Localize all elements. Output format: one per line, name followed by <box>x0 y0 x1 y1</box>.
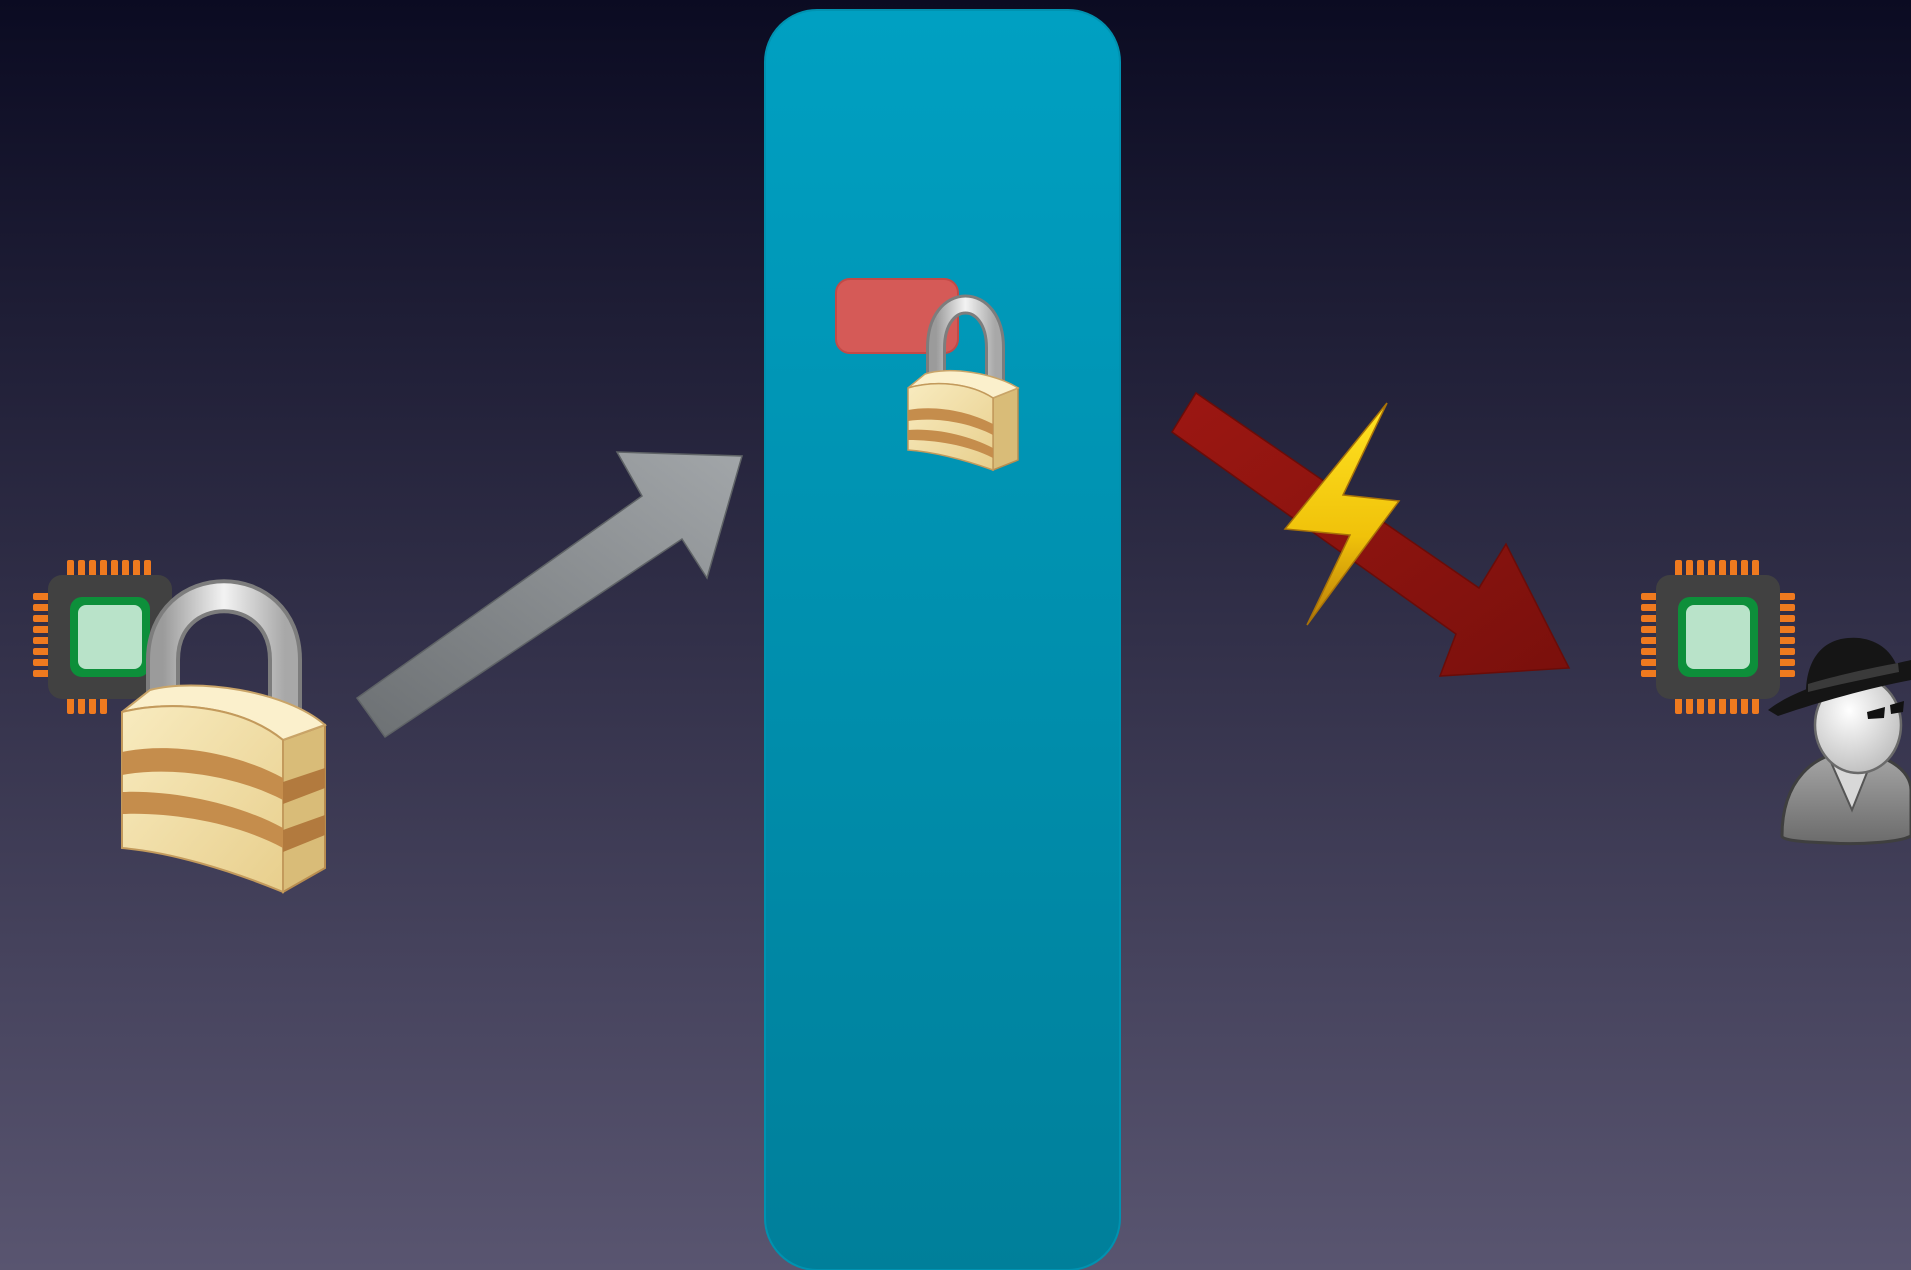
server-column <box>765 10 1120 1270</box>
server-padlock-side <box>993 388 1018 470</box>
right-chip-icon <box>1641 560 1795 714</box>
left-padlock-side <box>283 725 325 892</box>
left-chip-core <box>78 605 142 669</box>
right-chip-core <box>1686 605 1750 669</box>
